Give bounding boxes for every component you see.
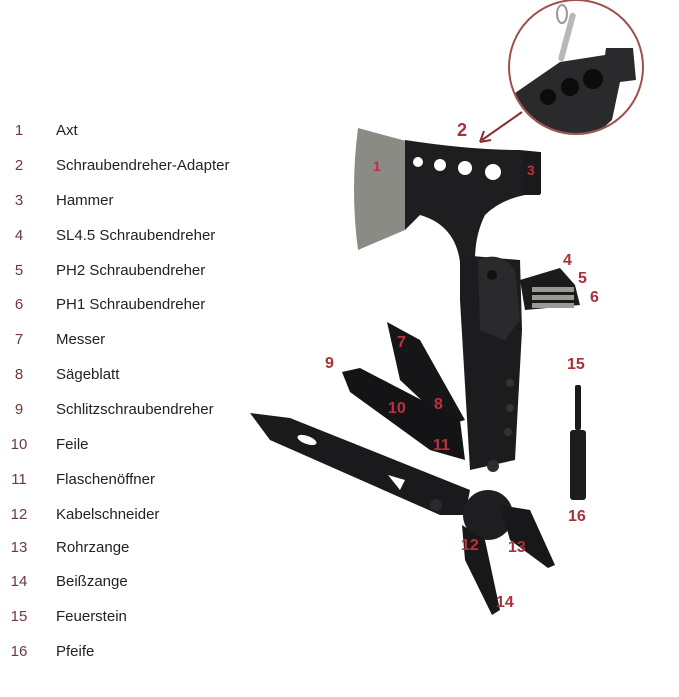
legend-label: Sägeblatt	[56, 365, 120, 383]
legend-label: Flaschenöffner	[56, 470, 155, 488]
axe-head	[354, 128, 541, 262]
legend-number: 5	[14, 261, 24, 279]
callout-fire-starter: 15	[567, 356, 585, 373]
legend-label: Schlitzschraubendreher	[56, 400, 214, 418]
legend-label: SL4.5 Schraubendreher	[56, 226, 216, 244]
pliers-arm	[250, 413, 470, 515]
legend-number: 10	[10, 435, 28, 453]
legend-number: 13	[10, 538, 28, 556]
legend-label: Schraubendreher-Adapter	[56, 156, 230, 174]
legend-label: Axt	[56, 121, 78, 139]
legend-number: 11	[11, 470, 27, 488]
callout-screwdriver-adapter: 2	[457, 120, 468, 140]
callout-pliers: 14	[496, 594, 514, 611]
adapter-detail-inset	[508, 0, 644, 135]
callout-ph1-screwdriver: 6	[590, 289, 599, 306]
callout-pipe-wrench: 13	[508, 539, 526, 556]
callout-bottle-opener: 11	[433, 437, 450, 454]
legend-number: 15	[10, 607, 28, 625]
pointer-arrow	[481, 111, 523, 141]
legend-label: Beißzange	[56, 572, 128, 590]
legend-label: Rohrzange	[56, 538, 130, 556]
feature-legend: 1 Axt 2 Schraubendreher-Adapter 3 Hammer…	[0, 0, 260, 697]
legend-number: 16	[10, 642, 28, 660]
screwdriver-bits	[520, 268, 580, 310]
legend-label: Kabelschneider	[56, 505, 160, 523]
legend-number: 1	[14, 121, 24, 139]
callout-slotted-screwdriver: 9	[325, 355, 334, 372]
callout-whistle: 16	[568, 508, 586, 525]
callout-axe: 1	[373, 158, 381, 174]
legend-number: 7	[14, 330, 24, 348]
callout-ph2-screwdriver: 5	[578, 270, 587, 287]
legend-label: PH1 Schraubendreher	[56, 295, 206, 313]
legend-number: 2	[14, 156, 24, 174]
legend-number: 4	[14, 226, 24, 244]
legend-label: PH2 Schraubendreher	[56, 261, 206, 279]
legend-label: Pfeife	[56, 642, 95, 660]
callout-sl45-screwdriver: 4	[563, 252, 572, 269]
legend-number: 8	[14, 365, 24, 383]
legend-label: Feuerstein	[56, 607, 127, 625]
multitool-handle	[460, 255, 522, 472]
legend-label: Feile	[56, 435, 89, 453]
callout-knife: 7	[397, 334, 406, 351]
legend-number: 12	[10, 505, 28, 523]
file-blade	[342, 368, 465, 460]
pliers-jaws	[462, 490, 555, 615]
legend-label: Messer	[56, 330, 106, 348]
knife-blade	[387, 322, 465, 425]
callout-hammer: 3	[527, 162, 535, 178]
callout-wire-cutter: 12	[461, 537, 479, 554]
legend-number: 14	[10, 572, 28, 590]
callout-file: 10	[388, 400, 406, 417]
callout-saw-blade: 8	[434, 396, 443, 413]
legend-label: Hammer	[56, 191, 114, 209]
legend-number: 9	[14, 400, 24, 418]
fire-starter	[570, 385, 586, 500]
legend-number: 6	[14, 295, 24, 313]
legend-number: 3	[14, 191, 24, 209]
